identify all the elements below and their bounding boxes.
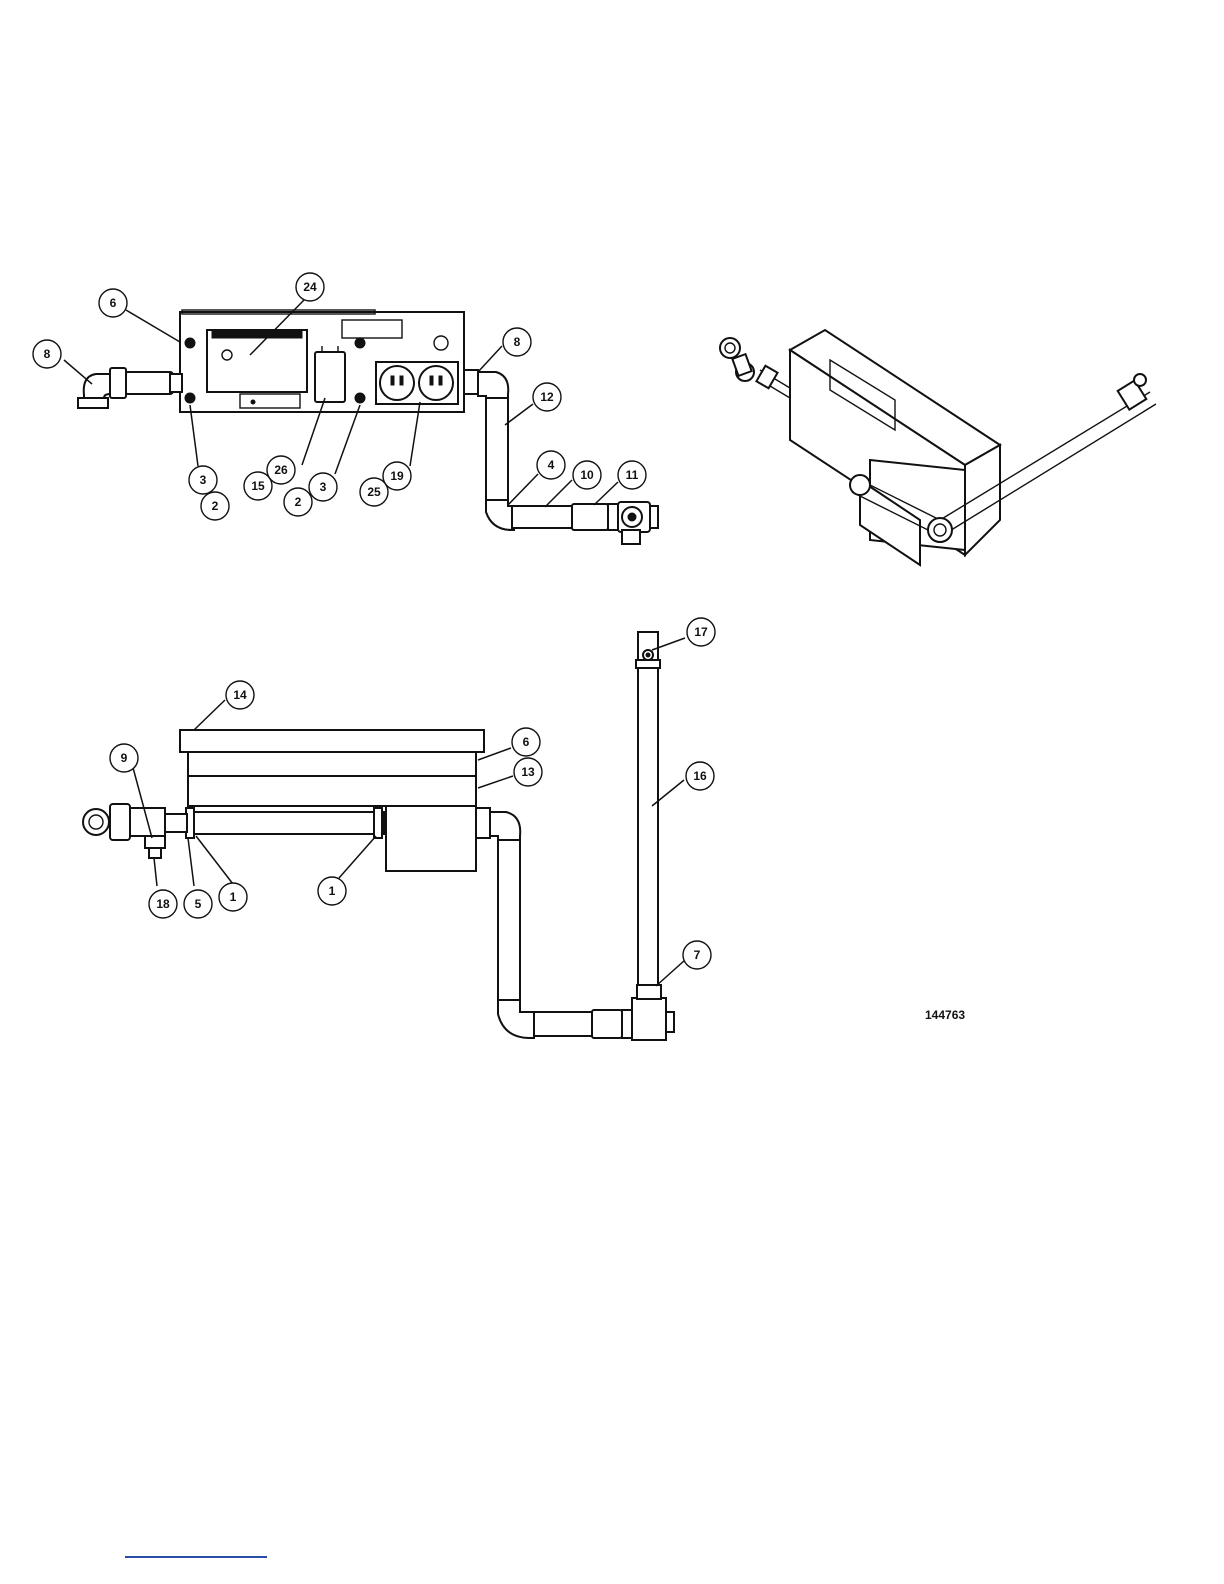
callout-3-left: 3 <box>189 466 217 494</box>
svg-text:18: 18 <box>156 897 170 911</box>
svg-text:10: 10 <box>580 468 594 482</box>
callout-17: 17 <box>687 618 715 646</box>
callout-10: 10 <box>573 461 601 489</box>
svg-text:8: 8 <box>514 335 521 349</box>
callout-14: 14 <box>226 681 254 709</box>
svg-text:2: 2 <box>212 499 219 513</box>
svg-text:13: 13 <box>521 765 535 779</box>
footer-link-underline[interactable] <box>125 1556 267 1558</box>
svg-text:25: 25 <box>367 485 381 499</box>
svg-text:2: 2 <box>295 495 302 509</box>
isometric-view <box>720 330 1156 565</box>
svg-text:1: 1 <box>230 890 237 904</box>
svg-text:3: 3 <box>200 473 207 487</box>
svg-text:24: 24 <box>303 280 317 294</box>
board-connector <box>212 330 302 338</box>
svg-text:12: 12 <box>540 390 554 404</box>
callout-25: 25 <box>360 478 388 506</box>
svg-text:14: 14 <box>233 688 247 702</box>
callout-8-right: 8 <box>503 328 531 356</box>
svg-text:5: 5 <box>195 897 202 911</box>
svg-text:26: 26 <box>274 463 288 477</box>
callout-1-right: 1 <box>219 883 247 911</box>
svg-text:11: 11 <box>626 468 639 482</box>
svg-text:16: 16 <box>693 769 707 783</box>
callout-7: 7 <box>683 941 711 969</box>
callout-6-side: 6 <box>512 728 540 756</box>
callout-3-mid: 3 <box>309 473 337 501</box>
callout-1-left: 1 <box>318 877 346 905</box>
svg-text:4: 4 <box>548 458 555 472</box>
svg-text:7: 7 <box>694 948 701 962</box>
callout-5: 5 <box>184 890 212 918</box>
callout-4: 4 <box>537 451 565 479</box>
callout-24: 24 <box>296 273 324 301</box>
callout-18: 18 <box>149 890 177 918</box>
callout-12: 12 <box>533 383 561 411</box>
svg-text:9: 9 <box>121 751 128 765</box>
callout-11: 11 <box>618 461 646 489</box>
callout-8-left: 8 <box>33 340 61 368</box>
side-view-assembly <box>83 632 674 1040</box>
svg-text:3: 3 <box>320 480 327 494</box>
svg-text:6: 6 <box>110 296 117 310</box>
callout-2-mid: 2 <box>284 488 312 516</box>
callout-6-top: 6 <box>99 289 127 317</box>
top-view-assembly <box>78 310 658 544</box>
svg-text:8: 8 <box>44 347 51 361</box>
svg-text:17: 17 <box>694 625 708 639</box>
svg-text:15: 15 <box>251 479 265 493</box>
callout-15: 15 <box>244 472 272 500</box>
svg-text:6: 6 <box>523 735 530 749</box>
callout-9: 9 <box>110 744 138 772</box>
figure-id: 144763 <box>925 1008 965 1022</box>
svg-text:1: 1 <box>329 884 336 898</box>
callout-16: 16 <box>686 762 714 790</box>
callout-13: 13 <box>514 758 542 786</box>
svg-text:19: 19 <box>390 469 404 483</box>
callout-2-left: 2 <box>201 492 229 520</box>
